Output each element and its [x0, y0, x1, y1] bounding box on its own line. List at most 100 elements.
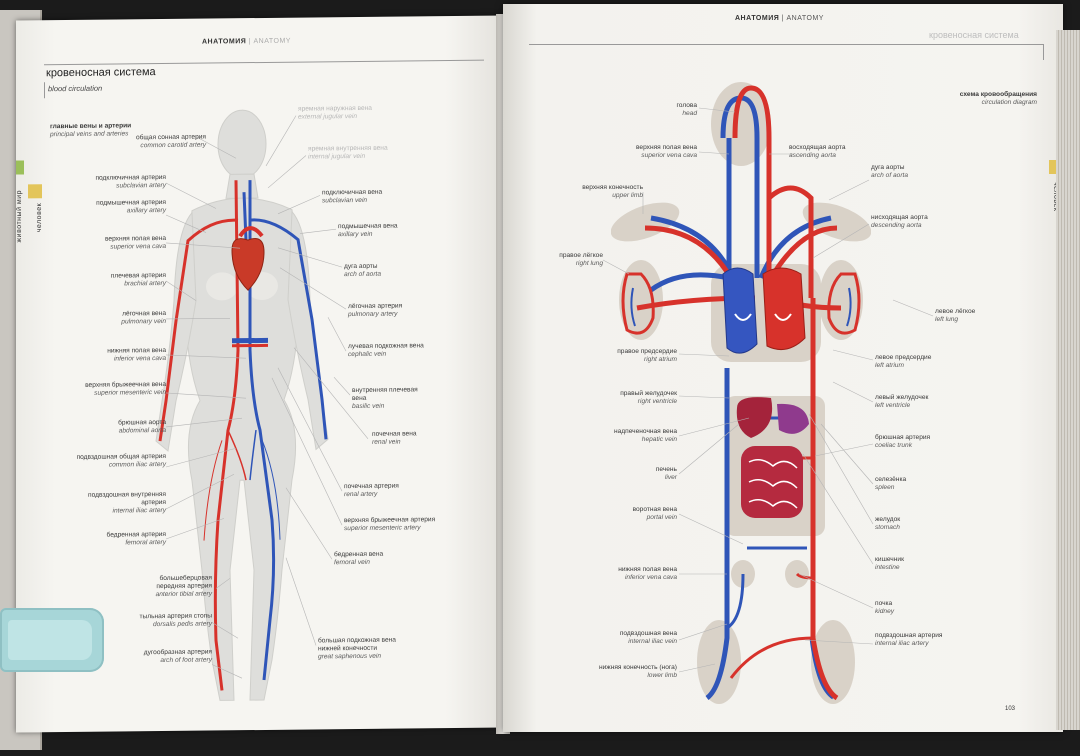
- label-en: left atrium: [875, 362, 904, 369]
- label-en: kidney: [875, 608, 895, 615]
- label-ru: внутренняя плечевая вена: [352, 386, 418, 403]
- label-ru: почечная вена: [372, 430, 417, 438]
- label-en: renal vein: [372, 438, 401, 446]
- label-ru: брюшная артерия: [875, 434, 931, 441]
- label-en: inferior vena cava: [113, 354, 166, 363]
- label-ru: подвздошная внутренняя артерия: [88, 490, 166, 507]
- label-en: subclavian vein: [322, 196, 368, 205]
- label-ru: подвздошная артерия: [875, 632, 943, 639]
- label-ru: нижняя полая вена: [618, 566, 677, 573]
- left-arm-vein: [758, 215, 832, 279]
- label-ru: почка: [875, 600, 893, 607]
- label-en: hepatic vein: [641, 436, 677, 443]
- label-ru: подвздошная вена: [619, 630, 677, 637]
- label-en: intestine: [875, 564, 900, 571]
- heart: [231, 226, 265, 291]
- label-en: right lung: [575, 260, 603, 267]
- label-en: liver: [664, 474, 677, 481]
- header-rule-end: [1043, 44, 1044, 60]
- right-page: АНАТОМИЯ | ANATOMY кровеносная система с…: [503, 4, 1063, 732]
- label-en: left lung: [935, 316, 959, 323]
- label-ru: воротная вена: [632, 506, 677, 513]
- left-page: АНАТОМИЯ | ANATOMY кровеносная система b…: [16, 15, 504, 733]
- label-en: axillary artery: [126, 206, 166, 215]
- spleen-stomach: [777, 403, 809, 434]
- right-upper-limb-region: [611, 202, 680, 242]
- label-en: descending aorta: [871, 222, 922, 229]
- label-en: arch of aorta: [871, 172, 909, 179]
- leader-lines-left: [165, 115, 369, 679]
- right-arm-vein: [650, 215, 736, 280]
- label-en: head: [682, 110, 697, 117]
- label-en: pulmonary vein: [121, 317, 166, 326]
- book-clip: [0, 608, 104, 672]
- right-pulmonary-vein: [649, 272, 730, 293]
- label-ru: надпеченочная вена: [614, 428, 677, 435]
- label-ru: большая подкожная вена нижней конечности: [318, 636, 396, 653]
- arch-of-aorta-line: [767, 185, 814, 298]
- label-ru: селезёнка: [875, 476, 907, 483]
- label-en: arch of aorta: [344, 270, 382, 279]
- label-en: right atrium: [644, 356, 677, 363]
- leader-lines-right: [602, 107, 934, 673]
- renal-artery-band: [232, 343, 268, 348]
- renal-vein-right: [726, 573, 745, 630]
- inferior-vena-cava-line: [705, 368, 730, 701]
- header-ru: АНАТОМИЯ: [735, 15, 780, 22]
- label-ru: бедренная вена: [334, 550, 384, 559]
- label-en: dorsalis pedis artery: [152, 620, 212, 629]
- label-en: common iliac artery: [108, 460, 166, 469]
- label-ru: желудок: [875, 516, 901, 523]
- label-en: internal jugular vein: [308, 152, 366, 161]
- left-heart-red: [762, 267, 806, 351]
- label-lower-limb: нижняя конечность (нога)lower limb: [581, 664, 677, 680]
- label-en: right ventricle: [637, 398, 677, 405]
- header-rule: [529, 44, 1043, 45]
- label-en: lower limb: [647, 672, 677, 679]
- right-arm-artery: [644, 225, 734, 280]
- label-ru: правый желудочек: [620, 390, 677, 397]
- label-en: superior vena cava: [641, 152, 697, 159]
- label-ru: левое предсердие: [875, 354, 932, 361]
- lungs: [621, 272, 861, 335]
- label-en: internal iliac artery: [112, 506, 166, 515]
- label-ru: восходящая аорта: [789, 144, 846, 151]
- label-ru: нисходящая аорта: [871, 214, 928, 221]
- abdominal-organs: [736, 397, 809, 518]
- label-ru: большеберцовая передняя артерия: [156, 574, 212, 591]
- section-title-faded: кровеносная система: [929, 30, 1019, 40]
- heart-chambers: [722, 267, 806, 354]
- liver: [736, 397, 773, 438]
